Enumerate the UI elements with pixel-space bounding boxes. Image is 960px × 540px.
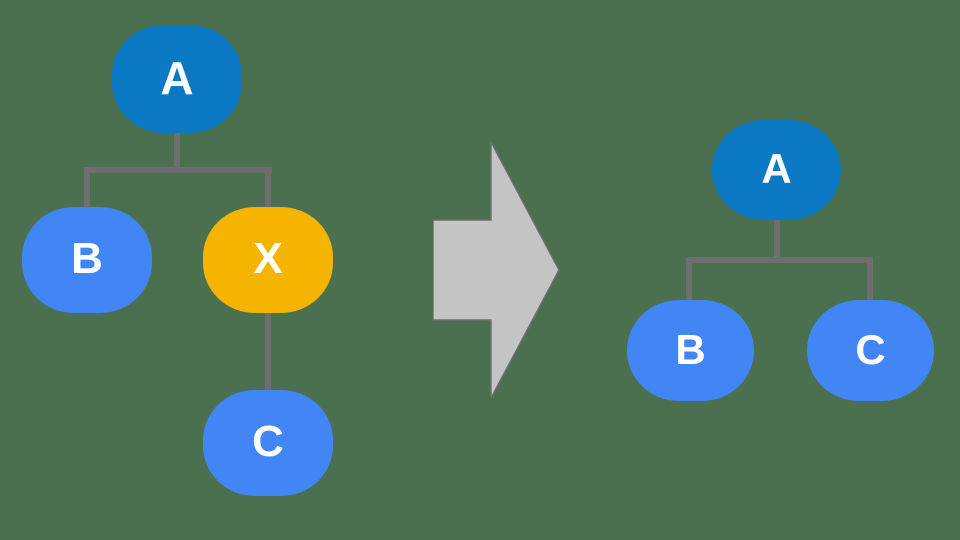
before-node-x[interactable]: X (203, 207, 333, 313)
after-edge-bus-to-b (686, 257, 692, 305)
after-node-a-label: A (761, 145, 792, 192)
after-node-b[interactable]: B (627, 300, 754, 401)
before-node-b[interactable]: B (22, 207, 152, 313)
before-node-x-label: X (253, 234, 283, 283)
before-edge-bus-to-x (265, 167, 271, 217)
before-edge-bus-to-b (84, 167, 90, 217)
after-node-a[interactable]: A (712, 120, 841, 220)
before-node-b-label: B (71, 234, 103, 283)
before-node-a[interactable]: A (112, 25, 242, 133)
after-node-c-label: C (855, 325, 886, 373)
after-edge-a-to-bus (774, 214, 780, 260)
after-edge-bus-to-c (867, 257, 873, 305)
after-edge-bus-to-row (686, 257, 873, 263)
after-node-c[interactable]: C (807, 300, 934, 401)
before-edge-a-to-bus (174, 127, 180, 173)
transform-arrow-icon (433, 142, 559, 398)
before-node-a-label: A (160, 52, 194, 104)
before-node-c-label: C (252, 417, 284, 466)
before-node-c[interactable]: C (203, 390, 333, 496)
after-node-b-label: B (675, 325, 706, 373)
before-edge-bus-to-row (84, 167, 272, 173)
before-edge-x-to-c (265, 307, 271, 399)
